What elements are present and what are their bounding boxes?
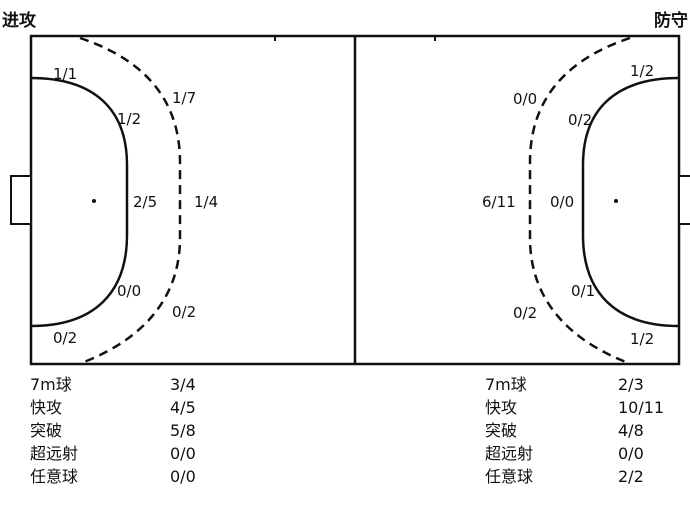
seven-meter-mark-right [614,199,618,203]
goal-right [678,175,690,225]
left-zone-inner-bottom: 0/0 [117,282,141,300]
stat-label: 超远射 [485,444,534,463]
right-zone-center-6m: 0/0 [550,193,574,211]
stat-label: 任意球 [30,467,79,486]
stat-value: 4/5 [170,398,196,417]
goal-left [10,175,32,225]
stat-row: 7m球 2/3 [485,373,664,396]
left-zone-inner-top: 1/2 [117,110,141,128]
stat-label: 快攻 [485,398,518,417]
stat-row: 7m球 3/4 [30,373,196,396]
left-zone-wing-bottom: 0/2 [53,329,77,347]
stat-row: 快攻 4/5 [30,396,196,419]
stat-value: 0/0 [618,444,644,463]
seven-meter-mark-left [92,199,96,203]
stat-label: 突破 [30,421,63,440]
stat-value: 10/11 [618,398,665,417]
stat-value: 2/3 [618,375,644,394]
stat-row: 任意球 2/2 [485,465,664,488]
attack-stats-table: 7m球 3/4 快攻 4/5 突破 5/8 超远射 0/0 任意球 0/0 [30,373,196,488]
stat-label: 快攻 [30,398,63,417]
stat-row: 突破 4/8 [485,419,664,442]
stat-label: 超远射 [30,444,79,463]
left-zone-far-bottom: 0/2 [172,303,196,321]
stat-value: 3/4 [170,375,196,394]
attack-title: 进攻 [2,11,36,31]
stat-row: 快攻 10/11 [485,396,664,419]
handball-court: 1/1 1/7 1/2 2/5 1/4 0/0 0/2 0/2 1/2 0/0 … [10,34,690,366]
stat-value: 0/0 [170,467,196,486]
free-throw-line-right [528,36,631,364]
stat-row: 超远射 0/0 [485,442,664,465]
stat-row: 超远射 0/0 [30,442,196,465]
goal-area-line-right [581,76,680,328]
goal-area-line-left [30,76,129,328]
stat-label: 7m球 [485,375,527,394]
defense-title: 防守 [654,11,688,31]
stat-label: 7m球 [30,375,72,394]
right-zone-inner-top: 0/2 [568,111,592,129]
left-zone-center-9m: 1/4 [194,193,218,211]
free-throw-line-left [79,36,182,364]
stat-value: 2/2 [618,467,644,486]
right-zone-far-top: 0/0 [513,90,537,108]
stat-label: 突破 [485,421,518,440]
right-zone-center-9m: 6/11 [482,193,516,211]
stat-value: 4/8 [618,421,644,440]
left-zone-far-top: 1/7 [172,89,196,107]
stat-label: 任意球 [485,467,534,486]
right-zone-wing-top: 1/2 [630,62,654,80]
right-zone-inner-bottom: 0/1 [571,282,595,300]
defense-stats-table: 7m球 2/3 快攻 10/11 突破 4/8 超远射 0/0 任意球 2/2 [485,373,664,488]
stat-row: 任意球 0/0 [30,465,196,488]
left-zone-wing-top: 1/1 [53,65,77,83]
right-zone-wing-bottom: 1/2 [630,330,654,348]
left-zone-center-6m: 2/5 [133,193,157,211]
right-zone-far-bottom: 0/2 [513,304,537,322]
stat-value: 5/8 [170,421,196,440]
stat-row: 突破 5/8 [30,419,196,442]
stat-value: 0/0 [170,444,196,463]
